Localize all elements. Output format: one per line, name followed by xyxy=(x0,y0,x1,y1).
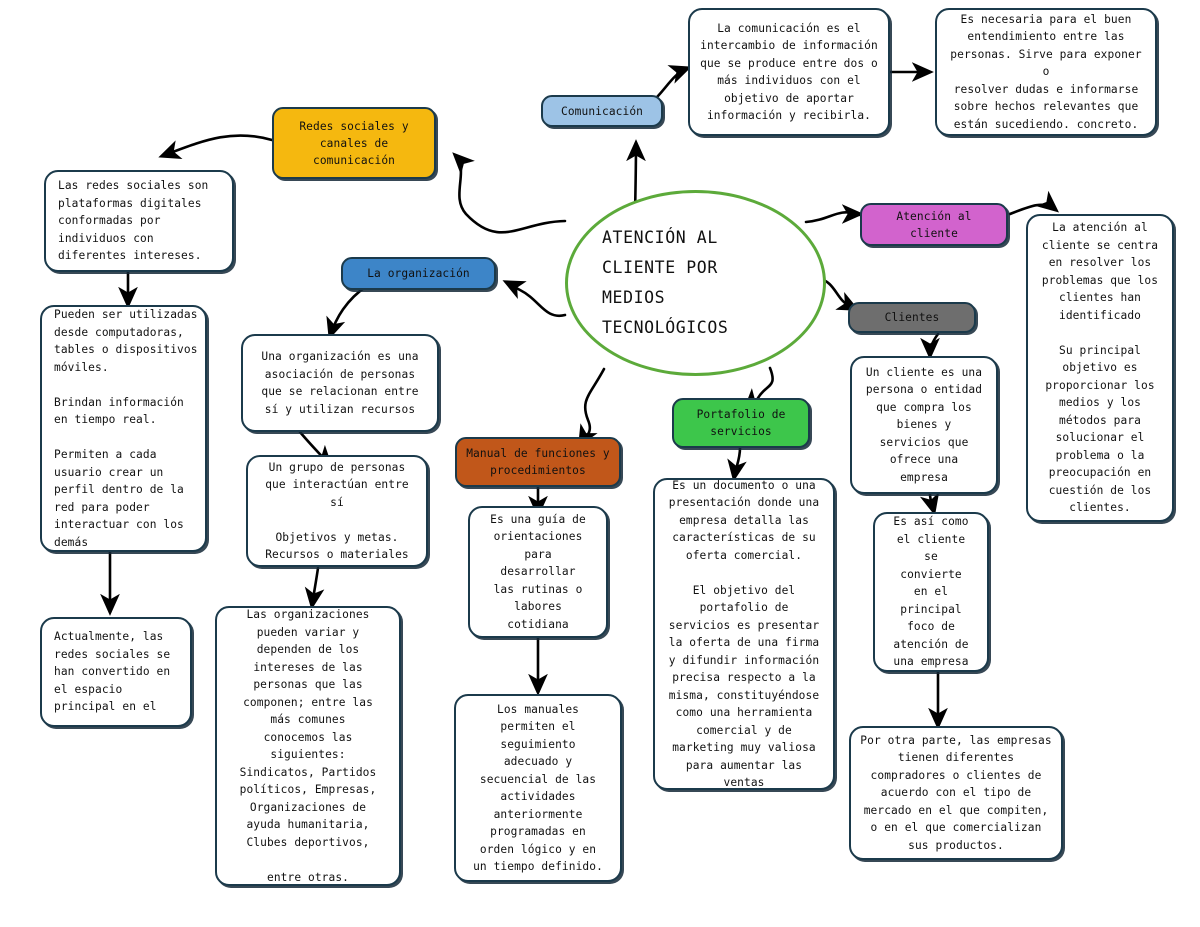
box-redes-definicion: Las redes sociales son plataformas digit… xyxy=(44,170,234,272)
box-organizacion-tipos-text: Las organizaciones pueden variar y depen… xyxy=(239,608,377,884)
box-redes-actualmente-text: Actualmente, las redes sociales se han c… xyxy=(54,630,171,714)
box-organizacion-tipos: Las organizaciones pueden variar y depen… xyxy=(215,606,401,886)
link-central-redes xyxy=(452,152,567,234)
box-comunicacion-necesaria: Es necesaria para el buen entendimiento … xyxy=(935,8,1157,136)
box-organizacion-definicion-text: Una organización es una asociación de pe… xyxy=(261,350,419,416)
label-portafolio[interactable]: Portafolio de servicios xyxy=(672,398,810,448)
link-org-def xyxy=(326,283,370,340)
link-central-manual xyxy=(578,367,606,448)
box-organizacion-grupo-text: Un grupo de personas que interactúan ent… xyxy=(265,460,409,562)
box-cliente-definicion-text: Un cliente es una persona o entidad que … xyxy=(865,365,983,484)
box-redes-definicion-text: Las redes sociales son plataformas digit… xyxy=(58,179,209,263)
box-manual-guia-text: Es una guía de orientaciones para desarr… xyxy=(490,512,586,631)
box-cliente-compradores: Por otra parte, las empresas tienen dife… xyxy=(849,726,1063,860)
box-cliente-definicion: Un cliente es una persona o entidad que … xyxy=(850,356,998,494)
central-topic: ATENCIÓN AL CLIENTE POR MEDIOS TECNOLÓGI… xyxy=(565,190,826,376)
box-manual-guia: Es una guía de orientaciones para desarr… xyxy=(468,506,608,638)
link-central-organizacion xyxy=(502,280,567,318)
box-manual-permiten: Los manuales permiten el seguimiento ade… xyxy=(454,694,622,882)
box-cliente-foco: Es así como el cliente se convierte en e… xyxy=(873,512,989,672)
central-topic-text: ATENCIÓN AL CLIENTE POR MEDIOS TECNOLÓGI… xyxy=(602,228,729,337)
box-comunicacion-necesaria-text: Es necesaria para el buen entendimiento … xyxy=(950,12,1142,131)
label-redes-sociales[interactable]: Redes sociales y canales de comunicación xyxy=(272,107,436,179)
link-redes-def xyxy=(158,134,274,159)
box-redes-usos: Pueden ser utilizadas desde computadoras… xyxy=(40,305,207,552)
box-organizacion-definicion: Una organización es una asociación de pe… xyxy=(241,334,439,432)
box-redes-actualmente: Actualmente, las redes sociales se han c… xyxy=(40,617,192,727)
box-organizacion-grupo: Un grupo de personas que interactúan ent… xyxy=(246,455,428,567)
link-clientes-def xyxy=(920,332,940,360)
label-clientes[interactable]: Clientes xyxy=(848,302,976,333)
box-portafolio-definicion: Es un documento o una presentación donde… xyxy=(653,478,835,790)
label-comunicacion[interactable]: Comunicación xyxy=(541,95,663,127)
label-atencion-cliente-text: Atención al cliente xyxy=(896,209,972,240)
box-portafolio-definicion-text: Es un documento o una presentación donde… xyxy=(668,478,820,790)
label-manual-text: Manual de funciones y procedimientos xyxy=(466,447,610,477)
label-organizacion-text: La organización xyxy=(367,267,470,280)
box-comunicacion-definicion: La comunicación es el intercambio de inf… xyxy=(688,8,890,136)
label-manual[interactable]: Manual de funciones y procedimientos xyxy=(455,437,621,487)
label-atencion-cliente[interactable]: Atención al cliente xyxy=(860,203,1008,246)
box-atencion-definicion-text: La atención al cliente se centra en reso… xyxy=(1041,221,1159,515)
box-cliente-compradores-text: Por otra parte, las empresas tienen dife… xyxy=(860,733,1052,852)
label-clientes-text: Clientes xyxy=(884,311,940,324)
box-redes-usos-text: Pueden ser utilizadas desde computadoras… xyxy=(54,308,198,549)
label-redes-sociales-text: Redes sociales y canales de comunicación xyxy=(299,119,409,167)
label-comunicacion-text: Comunicación xyxy=(560,104,644,118)
box-cliente-foco-text: Es así como el cliente se convierte en e… xyxy=(893,515,969,669)
box-comunicacion-definicion-text: La comunicación es el intercambio de inf… xyxy=(700,21,878,123)
link-central-atencion xyxy=(804,204,864,224)
label-organizacion[interactable]: La organización xyxy=(341,257,496,290)
label-portafolio-text: Portafolio de servicios xyxy=(696,408,786,438)
box-manual-permiten-text: Los manuales permiten el seguimiento ade… xyxy=(473,702,603,874)
box-atencion-definicion: La atención al cliente se centra en reso… xyxy=(1026,214,1174,522)
